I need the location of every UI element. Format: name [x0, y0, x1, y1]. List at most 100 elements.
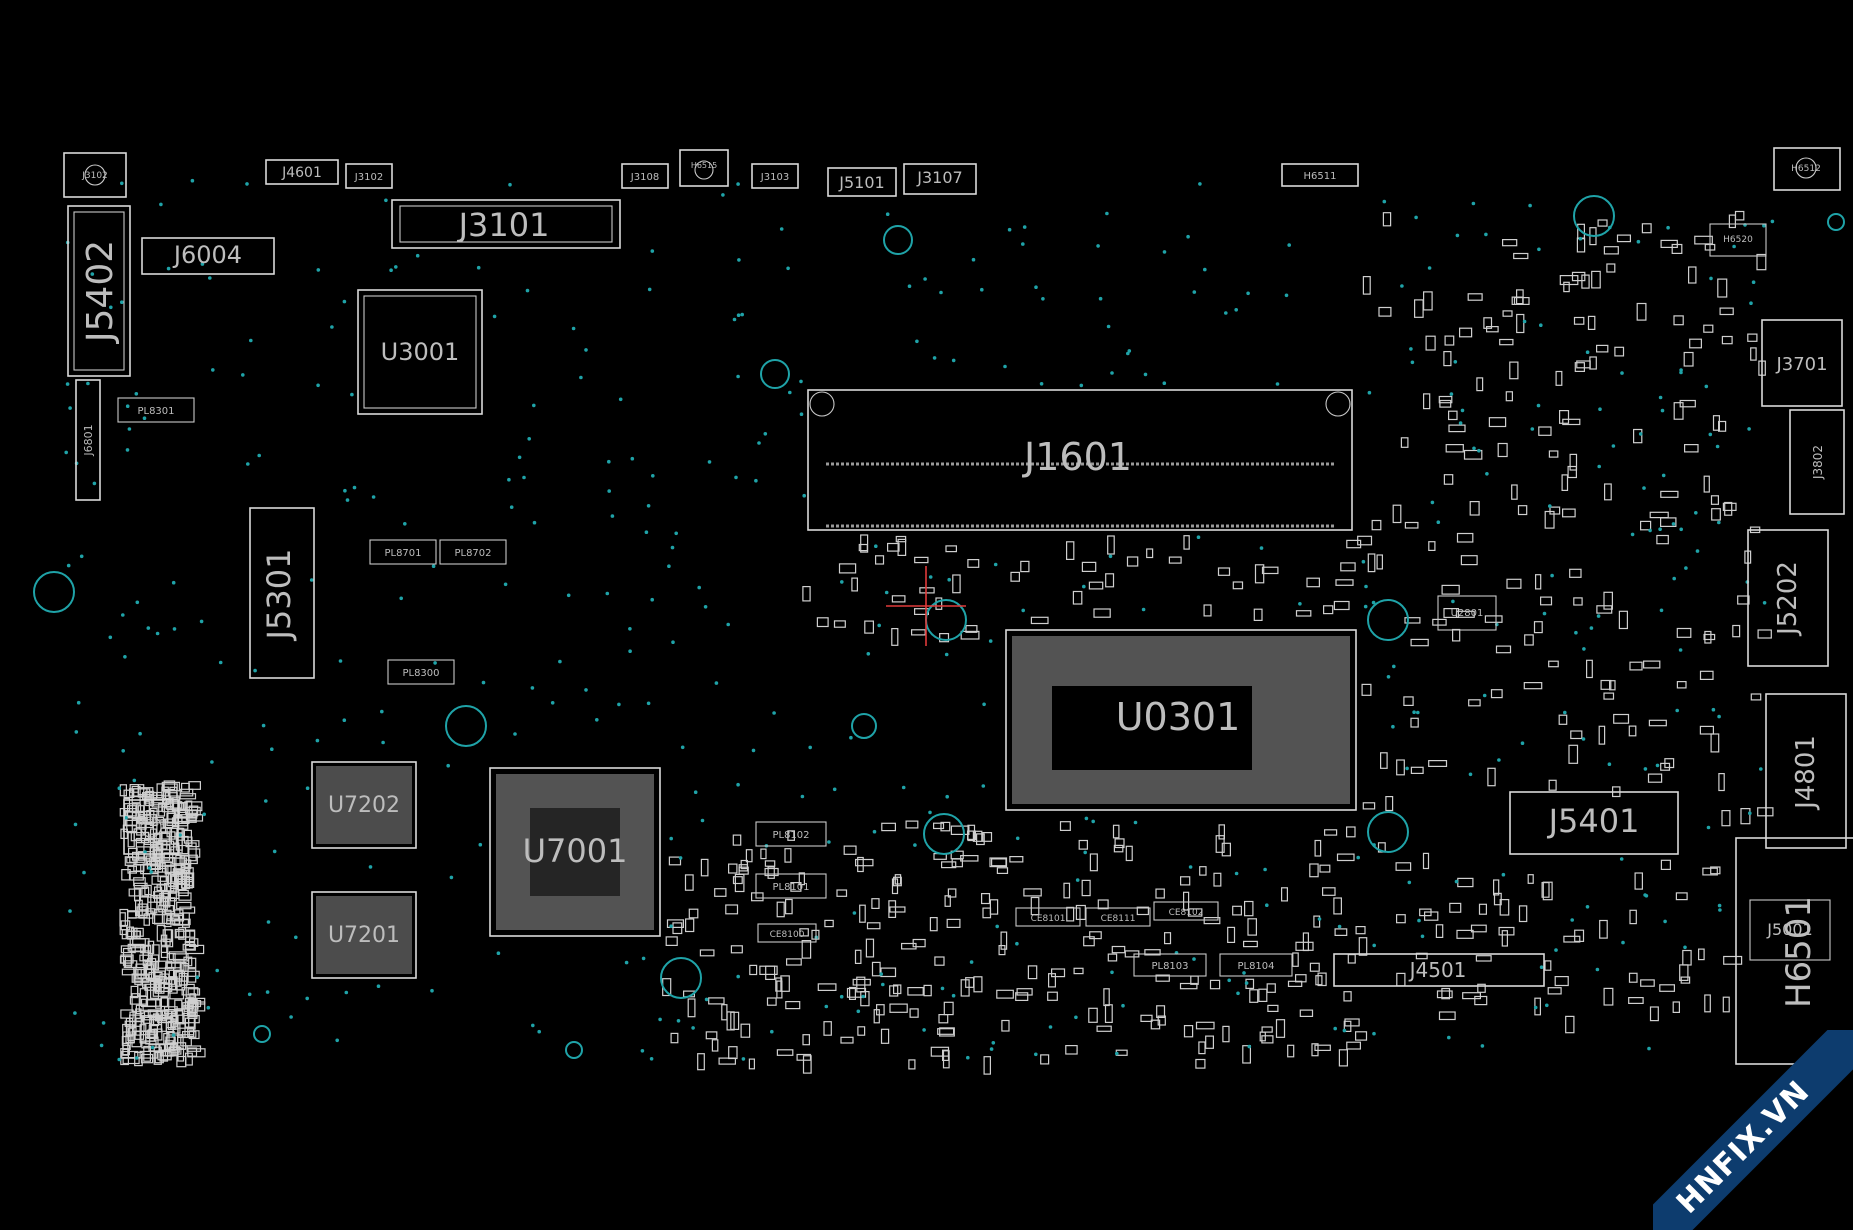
passive-pad: [127, 832, 135, 848]
via: [763, 432, 768, 436]
via: [707, 460, 712, 464]
component-J6801[interactable]: J6801: [75, 379, 101, 501]
passive-pad: [889, 985, 899, 997]
component-U7201[interactable]: U7201: [311, 891, 417, 979]
component-J6004[interactable]: J6004: [141, 237, 275, 275]
via: [1762, 223, 1766, 228]
passive-pad: [1600, 679, 1612, 690]
via: [245, 182, 249, 186]
component-U2801[interactable]: U2801: [1437, 595, 1497, 631]
component-CE8102[interactable]: CE8102: [1153, 901, 1219, 921]
via: [1096, 244, 1100, 248]
passive-pad: [169, 989, 185, 1000]
passive-pad: [1656, 534, 1669, 545]
passive-pad: [854, 858, 874, 867]
passive-pad: [1066, 906, 1075, 922]
component-U3001[interactable]: U3001: [357, 289, 483, 415]
component-J5402[interactable]: J5402: [67, 205, 131, 377]
component-J3102[interactable]: J3102: [345, 163, 393, 189]
component-PL8103[interactable]: PL8103: [1133, 953, 1207, 977]
component-label: U0301: [1116, 695, 1241, 739]
component-PL8301[interactable]: PL8301: [117, 397, 195, 423]
component-PL8104[interactable]: PL8104: [1219, 953, 1293, 977]
via: [121, 749, 125, 753]
component-J3101[interactable]: J3101: [391, 199, 621, 249]
via: [1284, 293, 1289, 298]
via: [1162, 250, 1167, 254]
component-J4801[interactable]: J4801: [1765, 693, 1847, 849]
component-J5001[interactable]: J5001: [1749, 899, 1831, 961]
component-PL8300[interactable]: PL8300: [387, 659, 455, 685]
component-J3802[interactable]: H6520: [1709, 223, 1767, 257]
component-J3701[interactable]: J3701: [1761, 319, 1843, 407]
component-PL8701[interactable]: PL8701: [369, 539, 437, 565]
component-J1601[interactable]: J1601: [807, 389, 1353, 531]
passive-pad: [1382, 212, 1392, 227]
component-J5401[interactable]: J5401: [1509, 791, 1679, 855]
passive-pad: [180, 863, 189, 874]
via: [264, 799, 268, 803]
passive-pad: [1113, 844, 1124, 853]
component-J5101[interactable]: J5101: [827, 167, 897, 197]
component-U7001[interactable]: U7001: [489, 767, 661, 937]
component-J3103[interactable]: J3103: [751, 163, 799, 189]
via: [726, 622, 730, 627]
passive-pad: [1603, 692, 1615, 700]
component-CE8111[interactable]: CE8111: [1085, 907, 1151, 927]
via: [640, 1049, 645, 1053]
via: [1684, 566, 1688, 570]
passive-pad: [1422, 291, 1433, 311]
passive-pad: [1487, 767, 1496, 787]
component-H6512[interactable]: J3102: [63, 152, 127, 198]
component-CE8101[interactable]: CE8101: [1015, 907, 1081, 927]
passive-pad: [1378, 306, 1392, 317]
passive-pad: [1687, 266, 1697, 284]
passive-pad: [1410, 638, 1429, 647]
component-H6511[interactable]: H6511: [1281, 163, 1359, 187]
component-CE8100[interactable]: CE8100: [757, 923, 817, 943]
via: [449, 875, 454, 880]
component-J4601[interactable]: J4601: [265, 159, 339, 185]
passive-pad: [784, 848, 792, 863]
component-label: H6501: [1779, 896, 1819, 1008]
component-PL8101[interactable]: PL8101: [755, 873, 827, 899]
component-J4501[interactable]: J4501: [1333, 953, 1545, 987]
component-J3108[interactable]: J3108: [621, 163, 669, 189]
via: [430, 988, 434, 993]
passive-pad: [1598, 725, 1606, 745]
component-J5301[interactable]: J5301: [249, 507, 315, 679]
passive-pad: [1422, 393, 1431, 410]
via: [389, 268, 393, 273]
component-H6520[interactable]: H6512: [1773, 147, 1841, 191]
via: [159, 202, 163, 207]
component-PL8102[interactable]: PL8102: [755, 821, 827, 847]
passive-pad: [775, 977, 783, 992]
component-H6516[interactable]: H6516: [123, 799, 179, 855]
via: [923, 277, 927, 281]
component-J3107[interactable]: J3107: [903, 163, 977, 195]
passive-pad: [1358, 937, 1368, 956]
passive-pad: [1371, 519, 1382, 531]
passive-pad: [1468, 699, 1481, 707]
component-H6501[interactable]: H6501: [1735, 837, 1853, 1065]
via: [371, 495, 376, 499]
passive-pad: [135, 1008, 142, 1020]
passive-pad: [1205, 1035, 1214, 1049]
passive-pad: [1104, 1004, 1113, 1023]
passive-pad: [1565, 1015, 1575, 1034]
component-U7202[interactable]: U7202: [311, 761, 417, 849]
component-J5202[interactable]: J5202: [1747, 529, 1829, 667]
via: [178, 833, 182, 837]
component-J5501[interactable]: J3802: [1789, 409, 1845, 515]
passive-pad: [1438, 395, 1453, 404]
via: [476, 265, 481, 270]
passive-pad: [748, 1058, 756, 1070]
via: [1477, 448, 1481, 453]
via: [1619, 857, 1624, 861]
component-U0301[interactable]: U0301: [1005, 629, 1357, 811]
passive-pad: [1682, 949, 1692, 966]
passive-pad: [1548, 660, 1559, 668]
component-H6515[interactable]: H6515: [679, 149, 729, 187]
component-PL8702[interactable]: PL8702: [439, 539, 507, 565]
passive-pad: [914, 556, 929, 564]
